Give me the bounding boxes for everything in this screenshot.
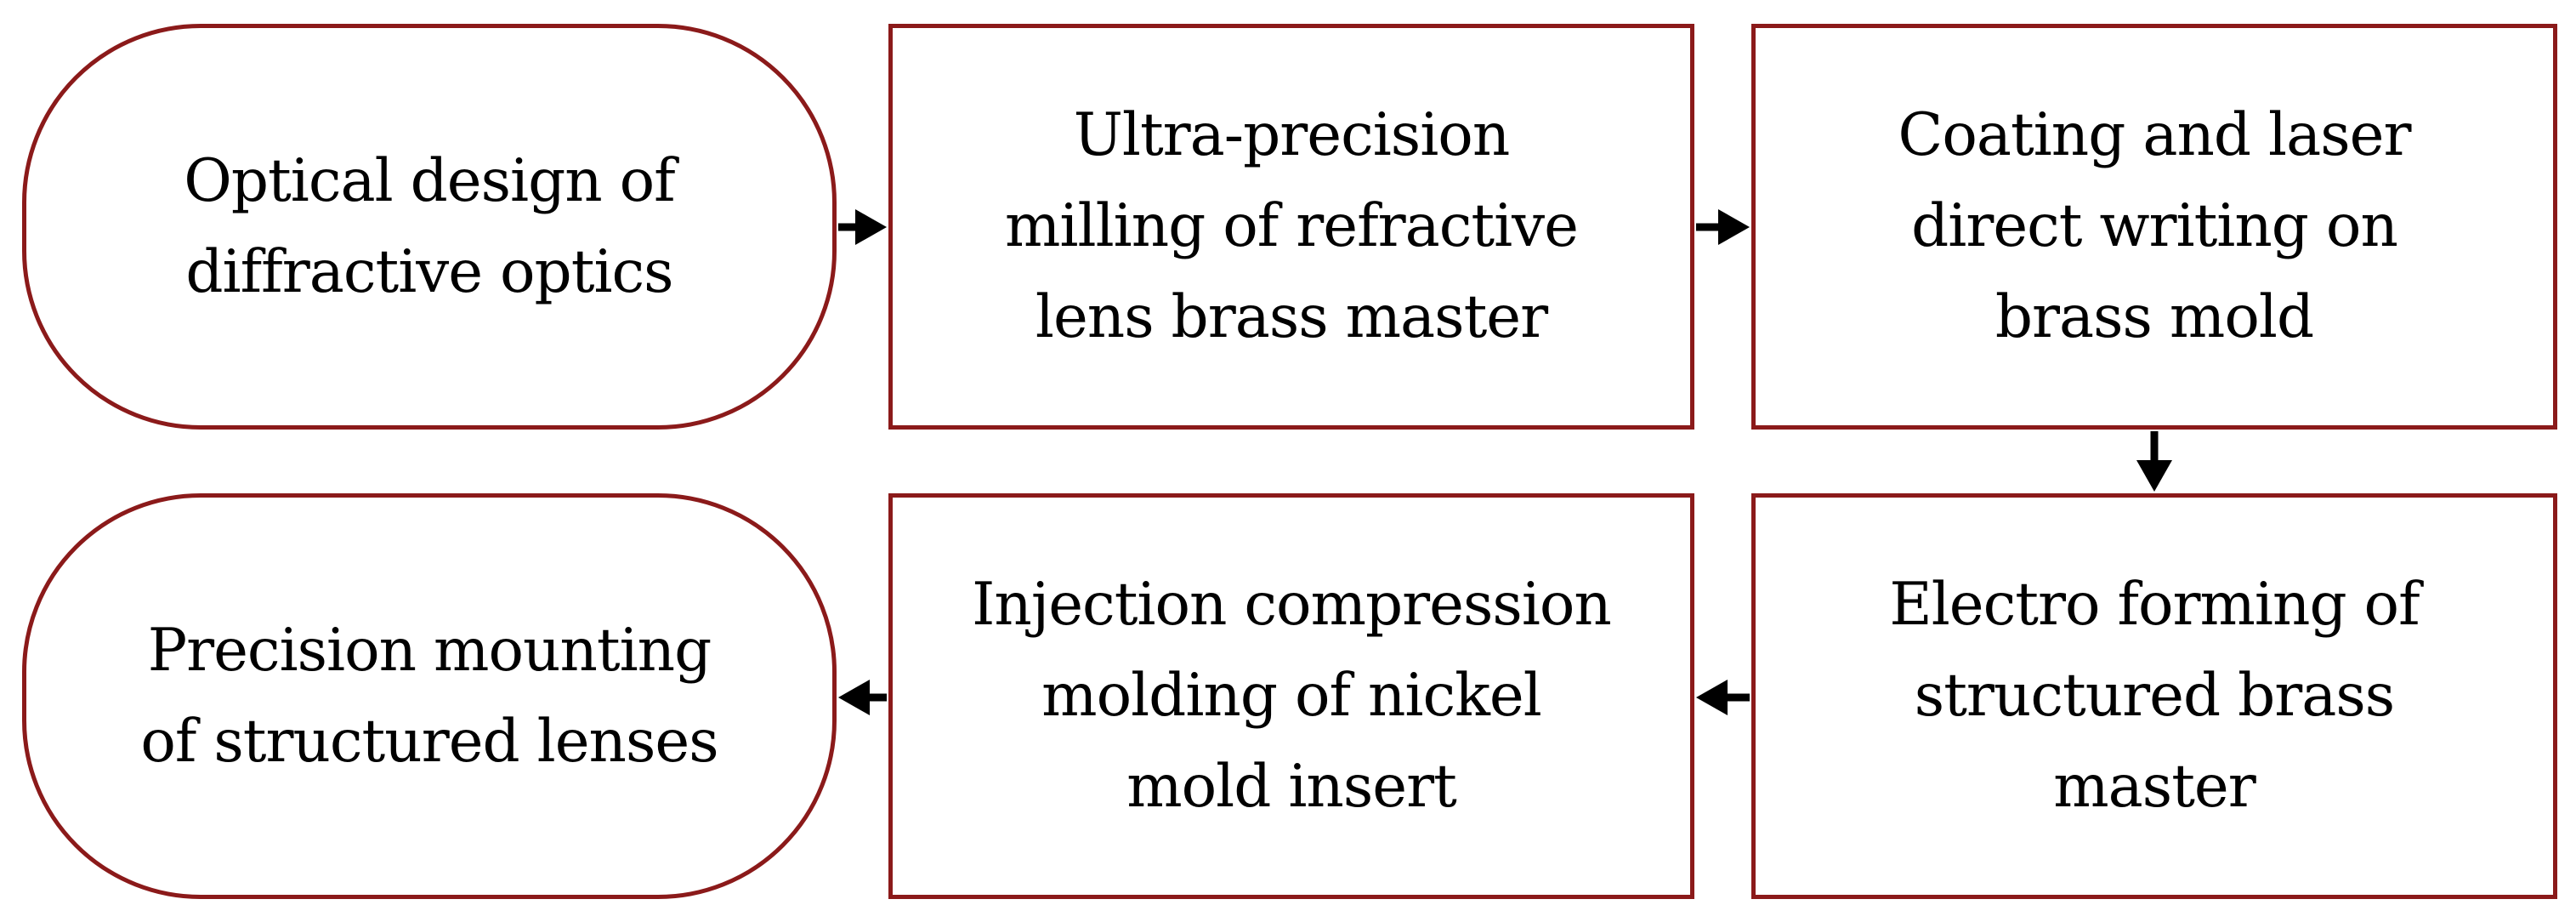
coating-box: Coating and laser direct writing on bras… <box>1751 24 2557 430</box>
arrowhead-start-to-milling <box>855 209 887 245</box>
milling-label: Ultra-precision milling of refractive le… <box>1005 101 1579 351</box>
electro-label: Electro forming of structured brass mast… <box>1889 571 2420 821</box>
arrowhead-injection-to-end <box>838 680 870 715</box>
arrowhead-electro-to-injection <box>1696 680 1728 715</box>
arrowhead-milling-to-coating <box>1718 209 1750 245</box>
electro-box: Electro forming of structured brass mast… <box>1751 493 2557 899</box>
start-terminal: Optical design of diffractive optics <box>22 24 837 430</box>
injection-label: Injection compression molding of nickel … <box>972 571 1612 821</box>
milling-box: Ultra-precision milling of refractive le… <box>888 24 1694 430</box>
end-label: Precision mounting of structured lenses <box>140 616 718 776</box>
injection-box: Injection compression molding of nickel … <box>888 493 1694 899</box>
start-label: Optical design of diffractive optics <box>184 146 675 306</box>
end-terminal: Precision mounting of structured lenses <box>22 493 837 899</box>
arrowhead-coating-to-electro <box>2136 460 2172 492</box>
coating-label: Coating and laser direct writing on bras… <box>1898 101 2412 351</box>
